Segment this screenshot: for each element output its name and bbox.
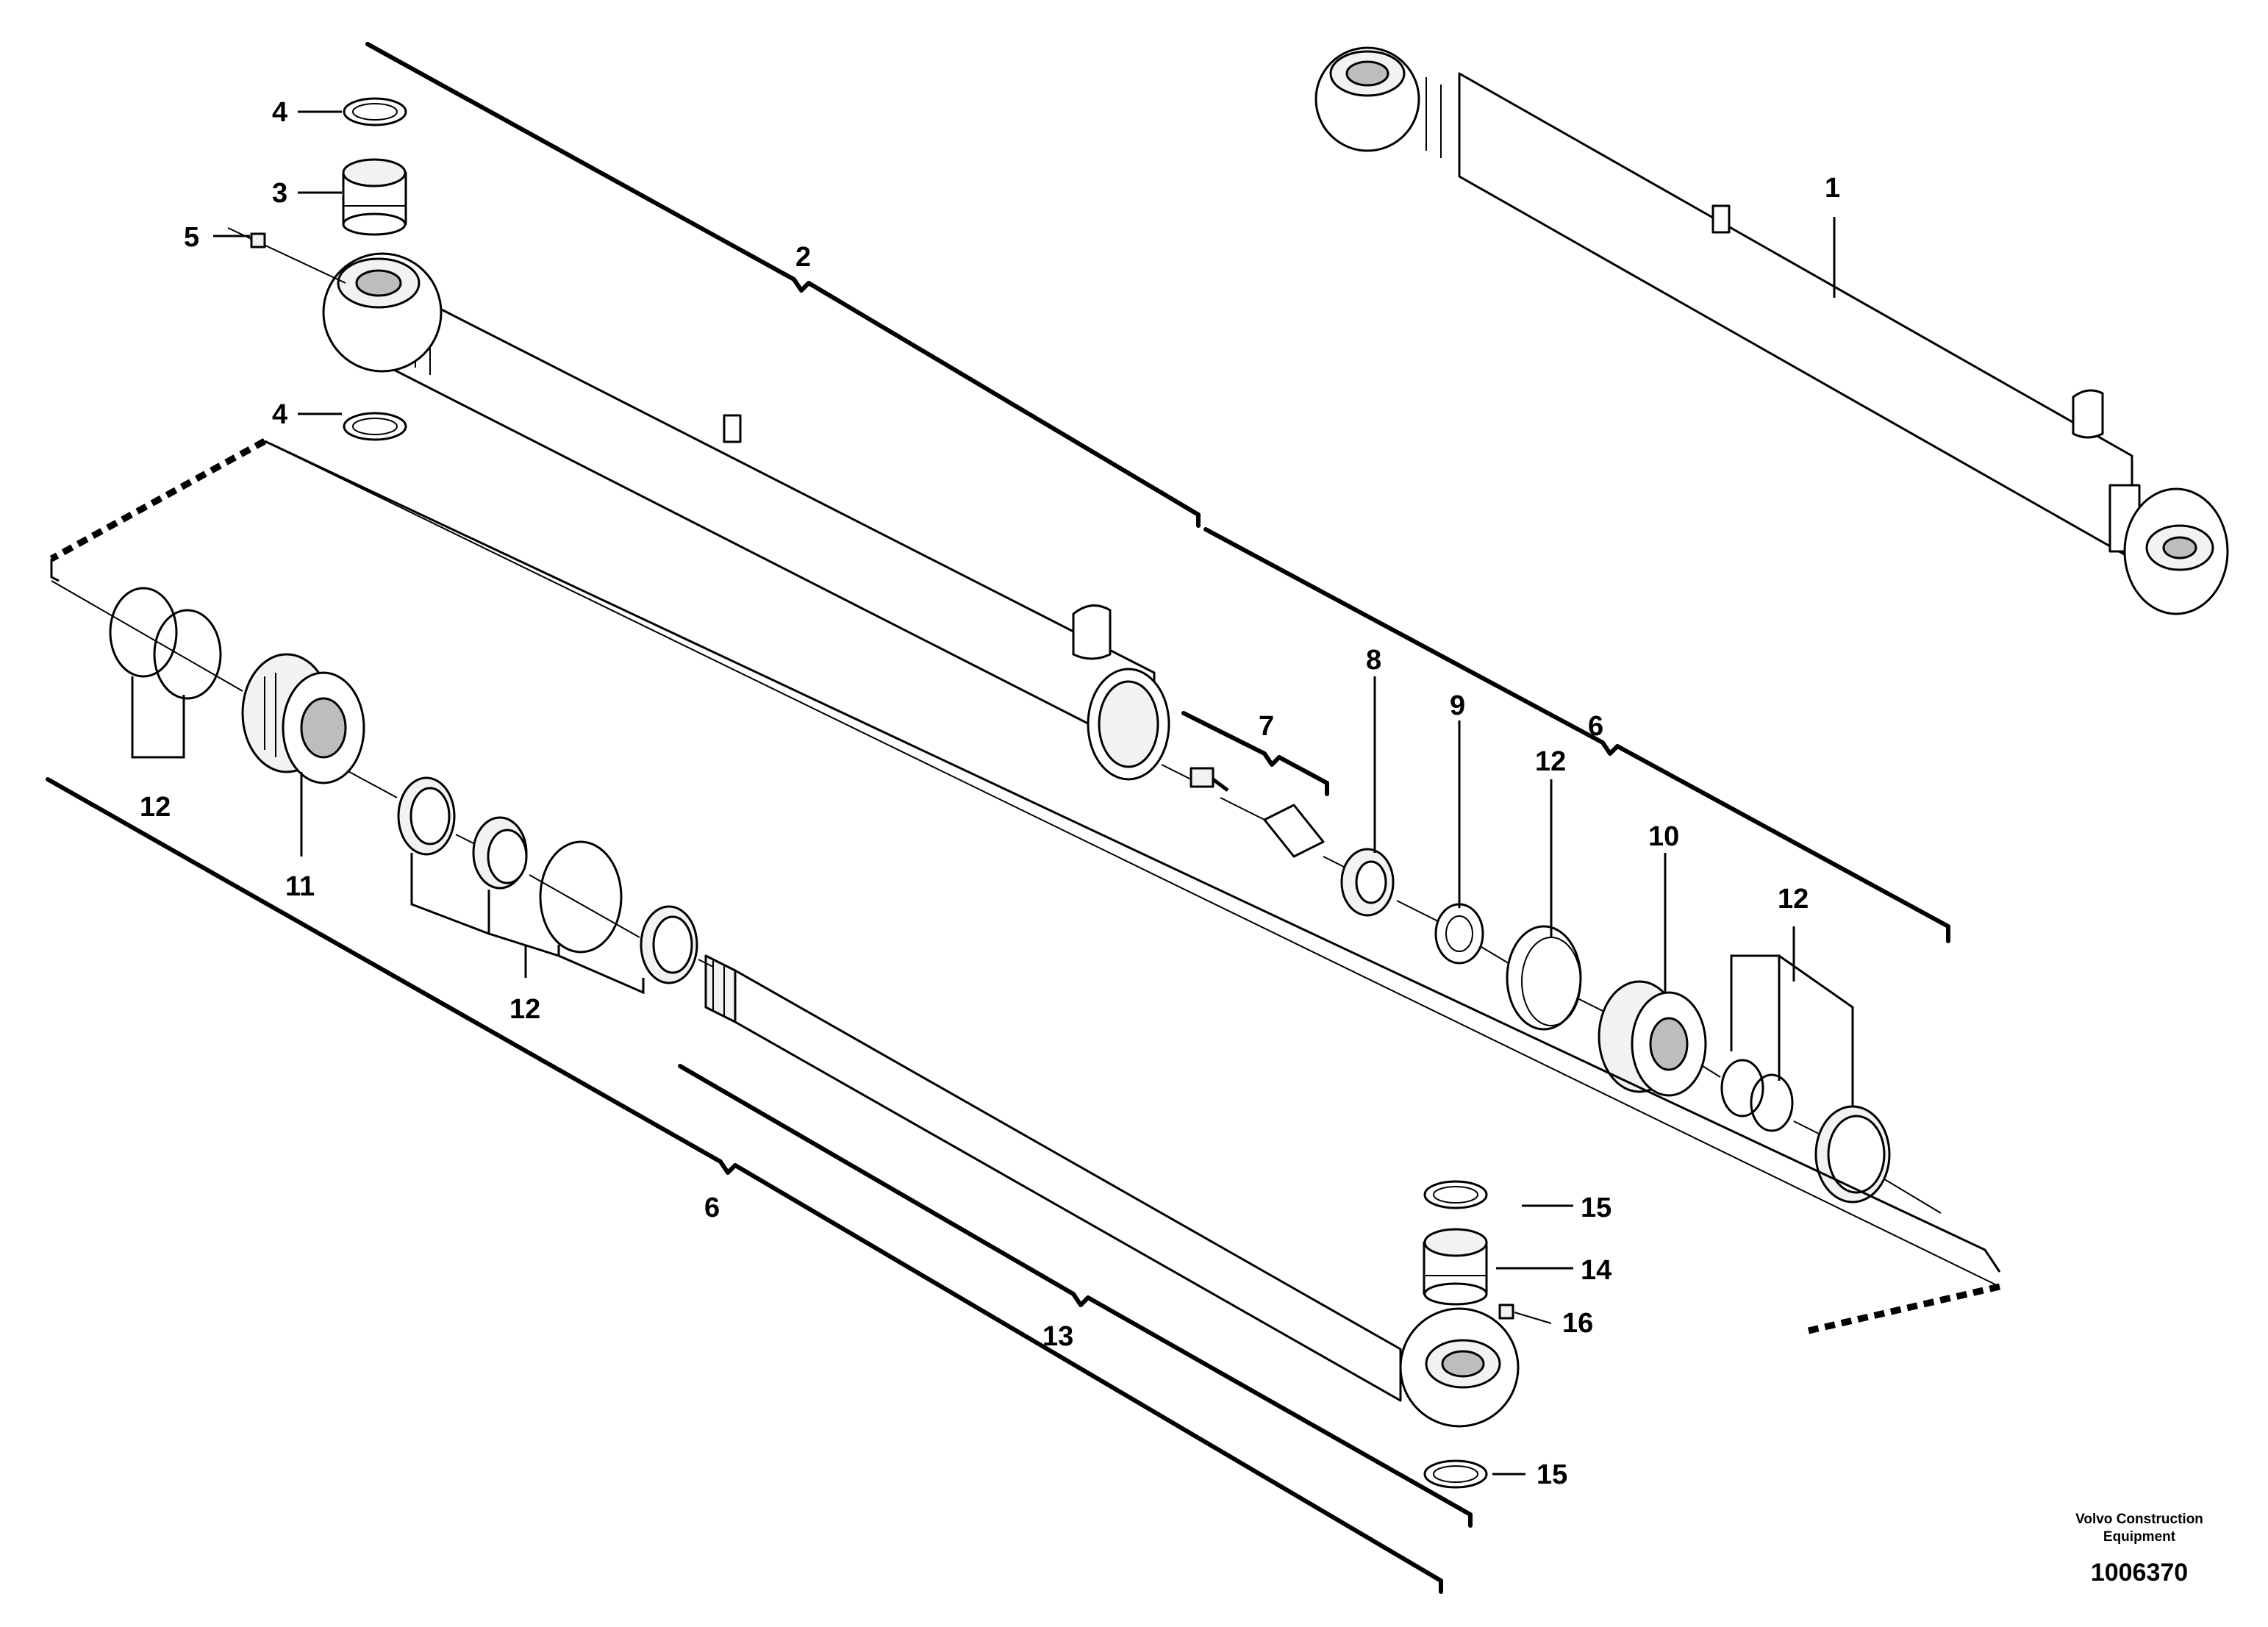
seals-right — [1720, 1059, 1891, 1204]
callout-1: 1 — [1825, 173, 1840, 204]
callout-16: 16 — [1562, 1308, 1593, 1339]
callout-8: 8 — [1366, 645, 1381, 676]
callout-11: 11 — [285, 871, 315, 902]
piston-rod — [704, 954, 1520, 1428]
callout-7: 7 — [1259, 711, 1274, 742]
lock-washer — [1434, 903, 1484, 965]
leader-lines — [131, 110, 1854, 1476]
nut — [1340, 848, 1395, 917]
brand-line-1: Volvo Construction — [2075, 1512, 2203, 1527]
cylinder-tube — [227, 227, 1170, 781]
brand-block: Volvo Construction Equipment 1006370 — [2075, 1512, 2203, 1587]
callout-15-top: 15 — [1581, 1192, 1611, 1223]
document-number: 1006370 — [2091, 1559, 2188, 1587]
callout-6-bottom: 6 — [704, 1192, 720, 1223]
seals-middle — [397, 776, 698, 984]
bushing-rod — [1423, 1228, 1488, 1306]
callout-2: 2 — [795, 242, 811, 273]
grease-nipple-rod — [1498, 1304, 1552, 1324]
screw-and-spacer — [1190, 767, 1325, 858]
callout-12-left: 12 — [140, 792, 171, 823]
callout-3: 3 — [272, 178, 287, 209]
callout-12-wear-ring: 12 — [1535, 746, 1566, 777]
callout-12-right: 12 — [1778, 884, 1809, 915]
grease-nipple-top — [250, 232, 266, 248]
callouts: 1 2 3 4 4 5 6 6 7 8 9 10 11 12 12 12 12 … — [140, 97, 1840, 1490]
o-rings-left — [109, 587, 222, 700]
group-brackets — [46, 42, 2001, 1594]
bushing-top — [342, 158, 407, 236]
cylinder-head — [241, 653, 365, 784]
callout-4-top: 4 — [272, 97, 287, 128]
callout-15-bottom: 15 — [1537, 1459, 1567, 1490]
wear-ring — [1506, 925, 1582, 1031]
seal-ring-rod-top — [1423, 1180, 1488, 1209]
callout-10: 10 — [1648, 821, 1679, 852]
seal-ring-top — [343, 97, 407, 126]
seal-ring-rod-bottom — [1423, 1459, 1488, 1489]
assembled-cylinder — [1314, 46, 2229, 615]
callout-12-middle: 12 — [509, 994, 540, 1025]
callout-5: 5 — [184, 222, 199, 253]
callout-6-right: 6 — [1588, 711, 1603, 742]
piston — [1598, 980, 1707, 1097]
brand-line-2: Equipment — [2103, 1529, 2176, 1545]
callout-14: 14 — [1581, 1255, 1611, 1286]
callout-9: 9 — [1450, 690, 1465, 721]
callout-4-lower: 4 — [272, 399, 287, 430]
callout-13: 13 — [1042, 1321, 1073, 1352]
seal-ring-lower — [343, 412, 407, 441]
